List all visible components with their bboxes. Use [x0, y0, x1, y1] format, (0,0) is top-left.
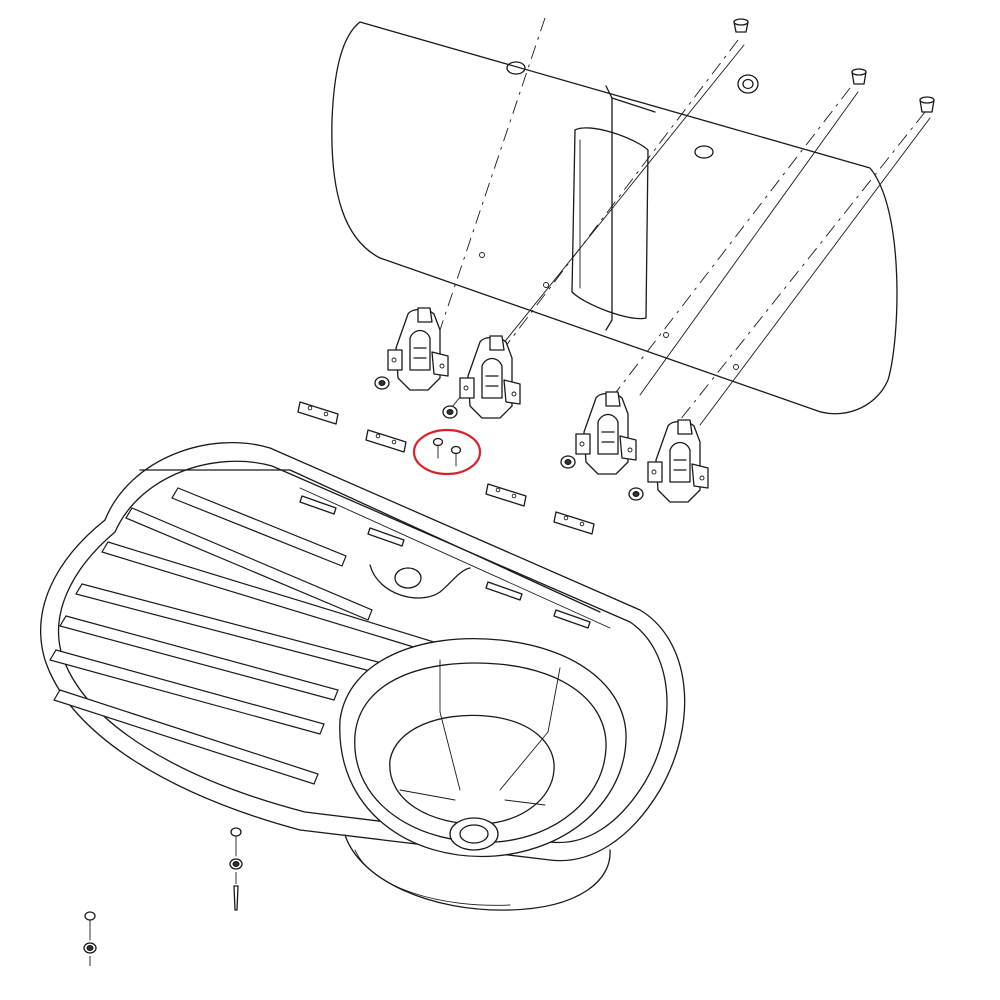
clamp-bolt-2	[83, 911, 97, 966]
hinge-2	[459, 335, 521, 419]
nut-icon	[229, 858, 243, 870]
glass-lid	[331, 21, 898, 415]
screw-icon	[919, 96, 935, 113]
hinge-1	[387, 307, 449, 391]
screw-icon	[450, 445, 462, 467]
lid-hole-1	[506, 61, 526, 75]
hinge-pads	[297, 401, 595, 535]
nut-icon	[560, 455, 576, 469]
top-fasteners	[733, 18, 935, 113]
waste-outlet	[449, 817, 499, 851]
screw-icon	[432, 437, 444, 459]
screw-icon	[851, 68, 867, 85]
hinge-pad	[553, 511, 595, 535]
nut-icon	[374, 376, 390, 390]
hinge-pad	[485, 483, 527, 507]
hinge-pad	[365, 429, 407, 453]
nut-icon	[628, 487, 644, 501]
drainer-ribs	[49, 487, 435, 785]
hinge-nuts	[374, 376, 644, 501]
hinge-pad	[297, 401, 339, 425]
grommet-icon	[737, 74, 759, 94]
hinge-4	[647, 419, 709, 503]
nut-icon	[83, 942, 97, 954]
sink-bowl	[339, 638, 627, 911]
screw-icon	[733, 18, 749, 33]
sink-basin	[40, 441, 686, 911]
clamp-bolt-1	[229, 827, 243, 911]
lid-hole-2	[694, 145, 714, 159]
overflow-hole	[394, 567, 422, 589]
nut-icon	[442, 405, 458, 419]
screw-pair	[432, 437, 462, 467]
hinge-3	[575, 391, 637, 475]
highlight-circle	[412, 428, 482, 476]
